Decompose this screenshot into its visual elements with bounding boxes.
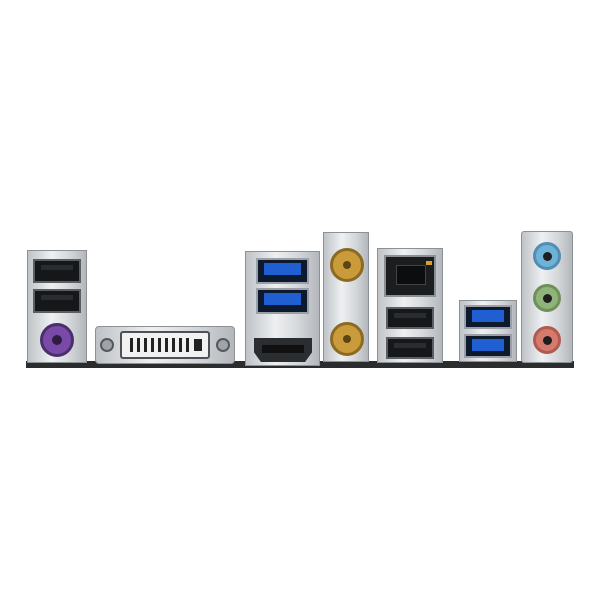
usb2-port-bottom[interactable] <box>33 289 81 313</box>
rj45-lan-port[interactable] <box>384 255 436 297</box>
wifi-antenna-connector-bottom[interactable] <box>330 322 364 356</box>
dvi-screw-left <box>100 338 114 352</box>
wifi-antenna-housing <box>323 232 369 362</box>
audio-line-out-jack[interactable] <box>533 284 561 312</box>
ps2-port[interactable] <box>40 323 74 357</box>
usb3-port-bottom[interactable] <box>256 288 309 314</box>
audio-line-in-jack[interactable] <box>533 242 561 270</box>
usb2-port-lan-top[interactable] <box>386 307 434 329</box>
usb3-port-top[interactable] <box>256 258 309 284</box>
usb3-stack-port-bottom[interactable] <box>464 334 512 358</box>
wifi-antenna-connector-top[interactable] <box>330 248 364 282</box>
audio-mic-in-jack[interactable] <box>533 326 561 354</box>
dvi-port-housing <box>95 326 235 364</box>
usb3-stack-housing <box>459 300 517 362</box>
usb2-port-top[interactable] <box>33 259 81 283</box>
hdmi-port[interactable] <box>254 338 312 362</box>
usb-ps2-housing <box>27 250 87 363</box>
lan-usb-housing <box>377 248 443 363</box>
dvi-port[interactable] <box>120 331 210 359</box>
audio-housing <box>521 231 573 363</box>
dvi-screw-right <box>216 338 230 352</box>
usb3-hdmi-housing <box>245 251 320 366</box>
usb3-stack-port-top[interactable] <box>464 305 512 329</box>
usb2-port-lan-bottom[interactable] <box>386 337 434 359</box>
